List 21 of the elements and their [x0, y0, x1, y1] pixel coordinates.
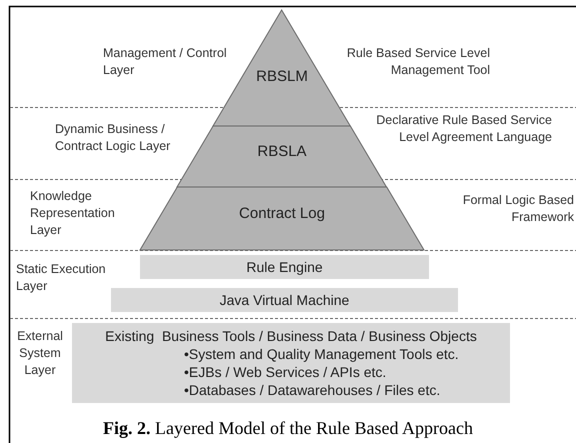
layer-label: Formal Logic Based Framework	[462, 192, 574, 226]
list-item: •System and Quality Management Tools etc.	[184, 345, 459, 363]
layer-label: Knowledge Representation Layer	[30, 188, 116, 239]
layer-label: Dynamic Business / Contract Logic Layer	[55, 121, 172, 155]
box-label: Existing Business Tools / Business Data / Business Objects	[105, 327, 477, 345]
tier-label: Contract Log	[238, 205, 326, 222]
tier-label: RBSLA	[256, 143, 308, 160]
layer-label: Static Execution Layer	[16, 261, 107, 295]
layer-label: Declarative Rule Based Service Level Agreement Language	[375, 112, 552, 146]
layer-label: Rule Based Service Level Management Tool	[346, 45, 490, 79]
layer-box	[72, 323, 510, 403]
box-label: Rule Engine	[246, 258, 323, 276]
figure-caption: Fig. 2. Layered Model of the Rule Based Approach	[102, 418, 474, 439]
layer-box	[140, 255, 429, 279]
list-item: •EJBs / Web Services / APIs etc.	[184, 363, 386, 381]
list-item: •Databases / Datawarehouses / Files etc.	[184, 381, 440, 399]
tier-label: RBSLM	[255, 68, 309, 85]
layer-label: Management / Control Layer	[103, 45, 228, 79]
box-label: Java Virtual Machine	[220, 291, 350, 309]
layer-box	[111, 288, 458, 312]
layer-label: External System Layer	[16, 328, 64, 379]
